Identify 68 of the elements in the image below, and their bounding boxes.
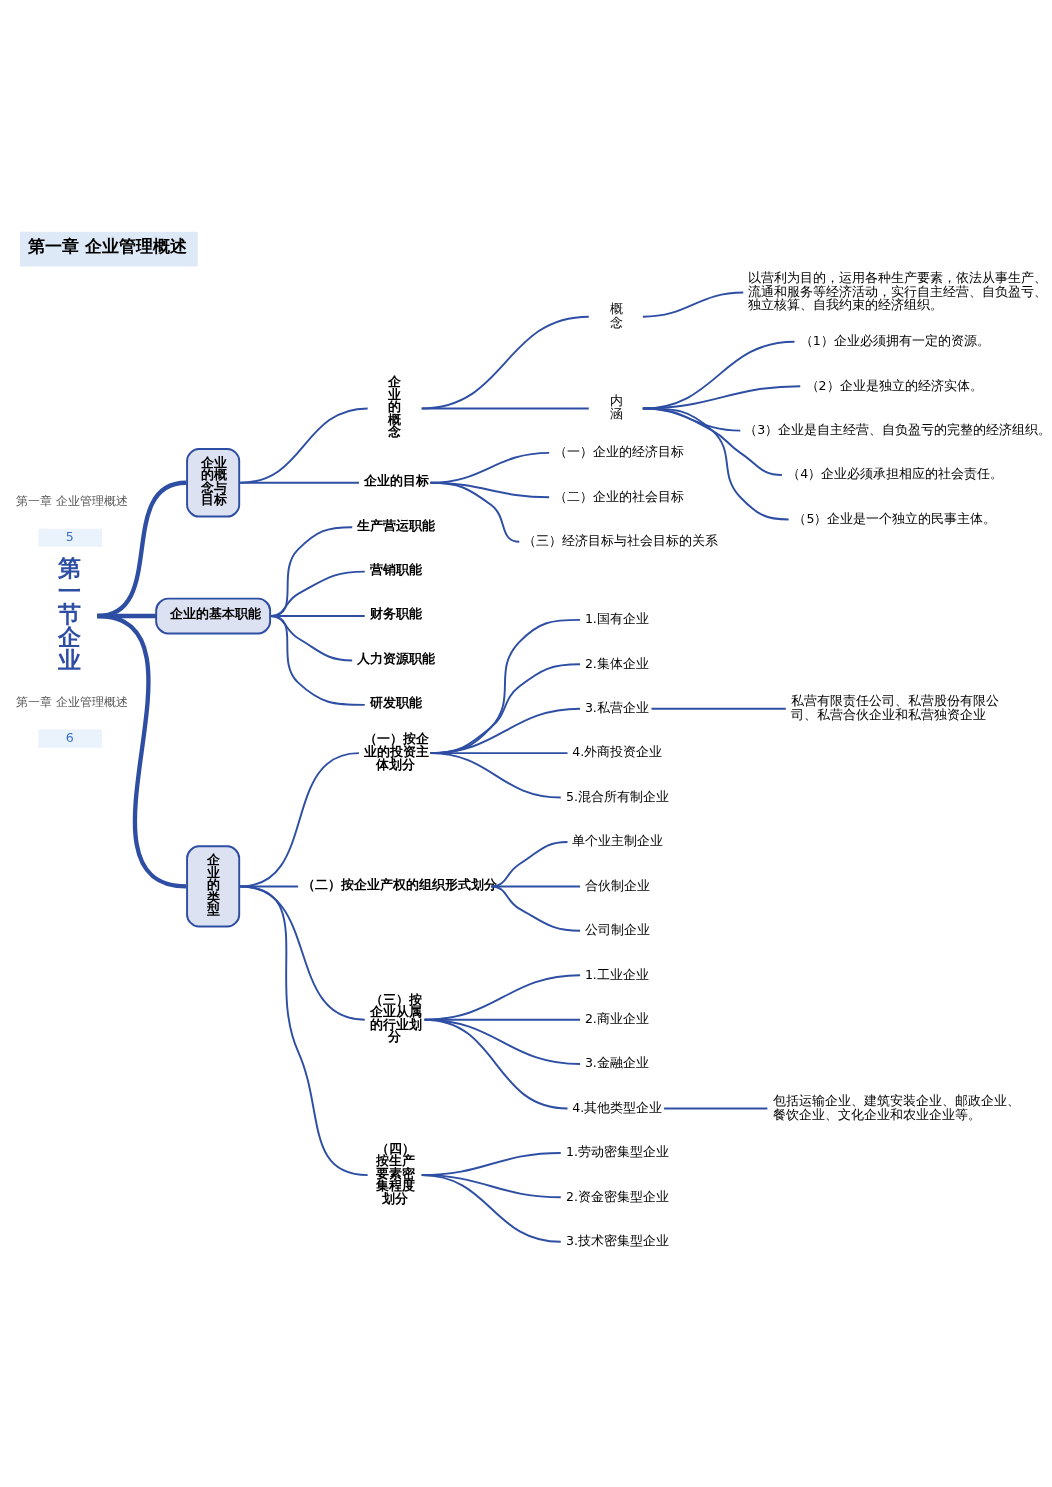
connector — [96, 613, 187, 889]
node-text: 5.混合所有制企业 — [566, 788, 670, 804]
node-text: 研发职能 — [369, 695, 422, 711]
connector — [420, 315, 590, 410]
connector — [641, 291, 745, 318]
node-text: （一）按企业的投资主体划分 — [363, 731, 429, 772]
node-text: （二）按企业产权的组织形式划分 — [301, 876, 497, 892]
node-text: 第一节企业 — [58, 553, 82, 674]
node-text: （2）企业是独立的经济实体。 — [805, 377, 983, 393]
connector — [239, 407, 369, 484]
diagram-title: 第一章 企业管理概述 — [27, 236, 187, 257]
node-text: 合伙制企业 — [584, 877, 650, 893]
node-box: 企业的类型 — [186, 845, 241, 928]
node-text: 3.私营企业 — [584, 700, 649, 716]
label: 第一章 企业管理概述 — [16, 494, 128, 509]
node-text: （1）企业必须拥有一定的资源。 — [799, 333, 990, 349]
node-text: （3）企业是自主经营、自负盈亏的完整的经济组织。 — [744, 421, 1052, 437]
node-text: 企业的概念 — [388, 374, 402, 440]
connector — [239, 885, 366, 1021]
node-text: 营销职能 — [369, 561, 422, 577]
connector — [239, 885, 300, 888]
connector — [429, 481, 521, 543]
node-text: （三）按企业从属的行业划分 — [369, 991, 422, 1045]
node-text: 2.资金密集型企业 — [566, 1188, 670, 1204]
connector — [420, 407, 590, 410]
node-text: 人力资源职能 — [357, 650, 436, 666]
node-text: 1.劳动密集型企业 — [566, 1144, 670, 1160]
connector — [239, 481, 360, 484]
connector — [641, 407, 790, 521]
label: 5 — [65, 529, 74, 545]
node-box: 企业的基本职能 — [155, 597, 272, 635]
node-text: （四）按生产要素密集程度划分 — [375, 1140, 415, 1207]
node-text: （一）企业的经济目标 — [554, 444, 684, 460]
node-text: 私营有限责任公司、私营股份有限公司、私营合伙企业和私营独资企业 — [791, 693, 1000, 722]
connector — [650, 707, 787, 710]
node-text: 2.集体企业 — [584, 655, 649, 671]
connector — [420, 1174, 562, 1243]
node-text: 4.外商投资企业 — [572, 744, 663, 760]
connector — [423, 1018, 569, 1110]
label: 6 — [65, 729, 74, 745]
node-text: 3.技术密集型企业 — [566, 1233, 670, 1249]
node-box: 企业的概念与目标 — [186, 448, 241, 518]
node-text: 企业的目标 — [363, 473, 429, 489]
connector — [663, 1107, 769, 1110]
node-text: 4.其他类型企业 — [572, 1099, 663, 1115]
node-text: 1.国有企业 — [584, 611, 649, 627]
node-text: （5）企业是一个独立的民事主体。 — [793, 510, 997, 526]
node-text: 1.工业企业 — [584, 966, 649, 982]
connector — [490, 885, 582, 888]
node-text: 包括运输企业、建筑安装企业、邮政企业、餐饮企业、文化企业和农业企业等。 — [772, 1093, 1020, 1122]
connector — [490, 885, 582, 932]
node-text: （4）企业必须承担相应的社会责任。 — [787, 466, 1004, 482]
node-text: （二）企业的社会目标 — [554, 488, 684, 504]
connector — [429, 752, 562, 799]
node-text: 概念 — [609, 301, 623, 330]
node-text: 内涵 — [609, 392, 623, 422]
node-text: 以营利为目的，运用各种生产要素，依法从事生产、流通和服务等经济活动，实行自主经营、自负盈亏、独立核算、自我约束的经济组织。 — [748, 270, 1048, 313]
connector — [269, 615, 366, 706]
node-text: 生产营运职能 — [357, 517, 436, 533]
node-text: （三）经济目标与社会目标的关系 — [523, 532, 719, 548]
connector — [239, 752, 360, 888]
node-text: 公司制企业 — [584, 922, 650, 938]
label: 第一章 企业管理概述 — [16, 694, 128, 709]
node-text: 2.商业企业 — [584, 1010, 649, 1026]
node-text: 3.金融企业 — [584, 1055, 649, 1071]
node-text: 单个业主制企业 — [572, 833, 664, 849]
connector — [239, 885, 369, 1177]
node-text: 财务职能 — [369, 606, 422, 622]
